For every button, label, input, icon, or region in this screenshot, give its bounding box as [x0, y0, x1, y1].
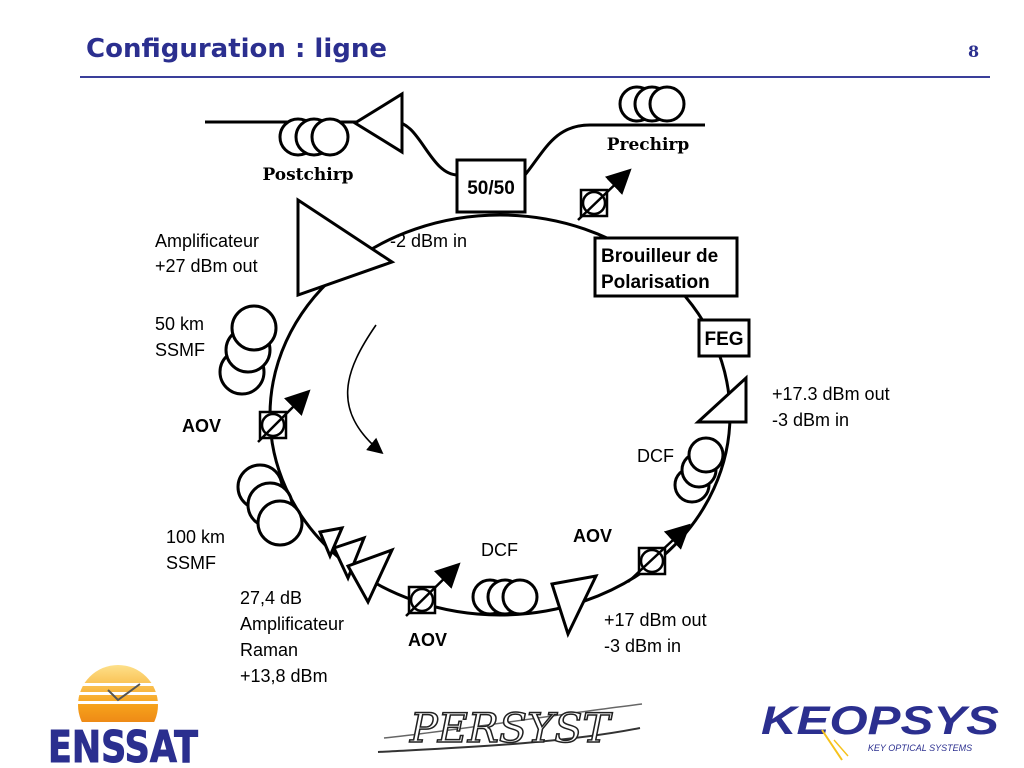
enssat-logo: ENSSAT — [44, 665, 204, 768]
amp-top-label-1: Amplificateur — [155, 231, 259, 251]
raman-amplifier — [317, 526, 395, 606]
amp-right-output-label: +17.3 dBm out — [772, 384, 890, 404]
page-number: 8 — [968, 42, 980, 61]
attenuator-bottom-right — [627, 523, 691, 583]
coupler-box: 50/50 — [455, 158, 527, 214]
dcf-right-label: DCF — [637, 446, 674, 466]
dcf-coil-bottom — [471, 578, 539, 616]
fiber100-label-1: 100 km — [166, 527, 225, 547]
aov-bottom-label: AOV — [408, 630, 447, 650]
enssat-wordmark: ENSSAT — [48, 722, 198, 768]
aov-bottom-right-label: AOV — [573, 526, 612, 546]
keopsys-tagline: KEY OPTICAL SYSTEMS — [868, 743, 972, 753]
amplifier-top — [296, 197, 396, 298]
amp-bottom-input-label: -3 dBm in — [604, 636, 681, 656]
fiber50-label-1: 50 km — [155, 314, 204, 334]
fiber-coil-50km — [218, 304, 278, 396]
title-rule — [80, 76, 990, 78]
attenuator-left — [257, 389, 311, 443]
attenuator-top — [577, 168, 632, 221]
keopsys-wordmark: KEOPSYS — [761, 699, 999, 743]
scrambler-label-1: Brouilleur de — [601, 246, 718, 267]
raman-label-2: Amplificateur — [240, 614, 344, 634]
polarization-scrambler-box: Brouilleur de Polarisation — [593, 236, 739, 298]
dcf-coil-right — [673, 436, 725, 504]
postchirp-coil — [278, 117, 350, 157]
aov-left-label: AOV — [182, 416, 221, 436]
attenuator-bottom — [405, 562, 461, 617]
output-line — [523, 123, 705, 176]
raman-label-3: Raman — [240, 640, 298, 660]
amp-top-input-label: -2 dBm in — [390, 231, 467, 251]
postchirp-label: Postchirp — [262, 165, 353, 185]
scrambler-label-2: Polarisation — [601, 272, 710, 293]
fiber100-label-2: SSMF — [166, 553, 216, 573]
amplifier-bottom — [550, 573, 599, 639]
coupler-label: 50/50 — [467, 178, 515, 199]
amplifier-right — [694, 374, 748, 424]
persyst-wordmark: PERSYST — [409, 706, 613, 752]
raman-label-4: +13,8 dBm — [240, 666, 328, 686]
fiber-coil-100km — [236, 463, 304, 547]
feg-box: FEG — [697, 318, 751, 358]
prechirp-coil — [618, 85, 686, 123]
page-title: Configuration : ligne — [86, 34, 388, 64]
fiber50-label-2: SSMF — [155, 340, 205, 360]
prechirp-label: Prechirp — [607, 135, 690, 155]
postchirp-amplifier — [352, 91, 404, 155]
dcf-bottom-label: DCF — [481, 540, 518, 560]
amp-right-input-label: -3 dBm in — [772, 410, 849, 430]
feg-label: FEG — [704, 329, 743, 350]
raman-label-1: 27,4 dB — [240, 588, 302, 608]
direction-arrow — [346, 324, 384, 455]
keopsys-logo: KEOPSYS KEY OPTICAL SYSTEMS — [761, 699, 999, 761]
amp-top-label-2: +27 dBm out — [155, 256, 258, 276]
persyst-logo: PERSYST — [377, 703, 643, 753]
amp-bottom-output-label: +17 dBm out — [604, 610, 707, 630]
